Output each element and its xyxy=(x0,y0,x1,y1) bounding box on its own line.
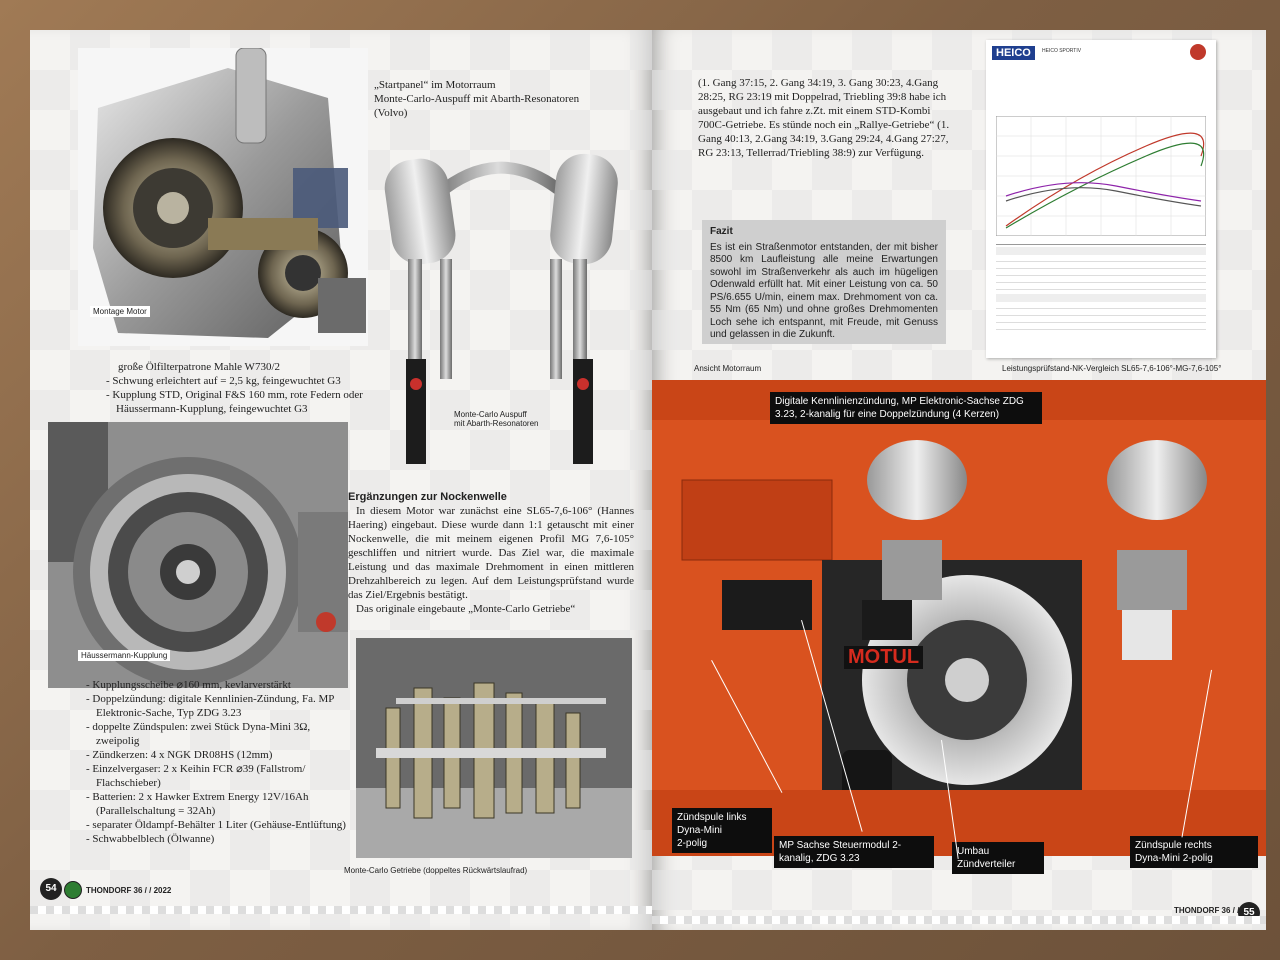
spec-item: doppelte Zündspulen: zwei Stück Dyna-Min… xyxy=(86,720,352,748)
startpanel-line-3: (Volvo) xyxy=(374,107,408,119)
nockenwelle-body: In diesem Motor war zunächst eine SL65-7… xyxy=(348,505,634,601)
right-page: (1. Gang 37:15, 2. Gang 34:19, 3. Gang 3… xyxy=(652,30,1266,930)
heico-subtitle: HEICO SPORTIV xyxy=(1042,48,1082,54)
fazit-box: Fazit Es ist ein Straßenmotor entstanden… xyxy=(702,220,946,344)
nockenwelle-heading: Ergänzungen zur Nockenwelle xyxy=(348,491,507,503)
oelfilter-line: große Ölfilterpatrone Mahle W730/2 xyxy=(118,361,280,373)
startpanel-line-2: Monte-Carlo-Auspuff mit Abarth-Resonator… xyxy=(374,93,580,105)
caption-getriebe: Monte-Carlo Getriebe (doppeltes Rückwärt… xyxy=(344,866,528,875)
gears-text: (1. Gang 37:15, 2. Gang 34:19, 3. Gang 3… xyxy=(698,77,950,159)
spec-item: Einzelvergaser: 2 x Keihin FCR ⌀39 (Fall… xyxy=(86,762,352,790)
monte-carlo-exhaust-photo xyxy=(378,134,624,469)
magazine-footer: THONDORF 36 / / 2022 xyxy=(1174,906,1260,915)
startpanel-line-1: „Startpanel“ im Motorraum xyxy=(374,79,496,91)
label-zuendspule-rechts: Zündspule rechts Dyna-Mini 2-polig xyxy=(1130,836,1258,868)
startpanel-text: „Startpanel“ im Motorraum Monte-Carlo-Au… xyxy=(374,78,614,120)
left-page: Montage Motor „Startpanel“ im Motorraum … xyxy=(30,30,652,930)
label-mp-sachse: MP Sachse Steuermodul 2- kanalig, ZDG 3.… xyxy=(774,836,934,868)
caption-haeussermann: Häussermann-Kupplung xyxy=(78,650,171,661)
spec-item: separater Öldampf-Behälter 1 Liter (Gehä… xyxy=(86,818,352,832)
caption-pruefstand: Leistungsprüfstand-NK-Vergleich SL65-7,6… xyxy=(1002,364,1222,373)
label-digitale-zuendung: Digitale Kennlinienzündung, MP Elektroni… xyxy=(770,392,1042,424)
footer-checker-strip xyxy=(30,906,652,914)
label-umbau: Umbau Zündverteiler xyxy=(952,842,1044,874)
spec-list-1: Schwung erleichtert auf = 2,5 kg, feinge… xyxy=(106,374,368,416)
magazine-footer: THONDORF 36 / / 2022 xyxy=(86,886,172,895)
spec-item: Zündkerzen: 4 x NGK DR08HS (12mm) xyxy=(86,748,352,762)
dyno-data-table xyxy=(996,244,1206,353)
motul-sticker: MOTUL xyxy=(844,646,924,669)
spec-item: Doppelzündung: digitale Kennlinien-Zündu… xyxy=(86,692,352,720)
fazit-body: Es ist ein Straßenmotor entstanden, der … xyxy=(710,241,938,341)
fazit-heading: Fazit xyxy=(710,226,733,237)
logo-icon xyxy=(64,881,82,899)
spec-item: Kupplung STD, Original F&S 160 mm, rote … xyxy=(106,388,368,416)
getriebe-line: Das originale eingebaute „Monte-Carlo Ge… xyxy=(356,603,576,615)
footer-checker-strip xyxy=(652,916,1266,924)
spec-list-2: Kupplungsscheibe ⌀160 mm, kevlarverstärk… xyxy=(86,678,352,846)
label-zuendspule-links: Zündspule links Dyna-Mini 2-polig xyxy=(672,808,772,853)
motorraum-photo: MOTUL xyxy=(652,380,1266,856)
haeussermann-kupplung-photo xyxy=(48,422,348,688)
spec-item: Batterien: 2 x Hawker Extrem Energy 12V/… xyxy=(86,790,352,818)
nockenwelle-section: Ergänzungen zur Nockenwelle In diesem Mo… xyxy=(348,490,634,616)
caption-montage-motor: Montage Motor xyxy=(90,306,150,317)
dyno-sheet: HEICO HEICO SPORTIV xyxy=(986,40,1216,358)
heico-logo: HEICO xyxy=(992,46,1035,60)
page-number-54: 54 xyxy=(40,878,62,900)
spec-item: Schwung erleichtert auf = 2,5 kg, feinge… xyxy=(106,374,368,388)
spec-item: Schwabbelblech (Ölwanne) xyxy=(86,832,352,846)
caption-monte-carlo-auspuff: Monte-Carlo Auspuff mit Abarth-Resonator… xyxy=(454,410,539,428)
caption-motorraum: Ansicht Motorraum xyxy=(694,364,762,373)
montage-motor-photo xyxy=(78,48,368,346)
monte-carlo-getriebe-photo xyxy=(356,638,632,858)
dyno-chart-graphic xyxy=(996,116,1206,236)
dyno-logo-icon xyxy=(1190,44,1206,60)
spec-item: Kupplungsscheibe ⌀160 mm, kevlarverstärk… xyxy=(86,678,352,692)
